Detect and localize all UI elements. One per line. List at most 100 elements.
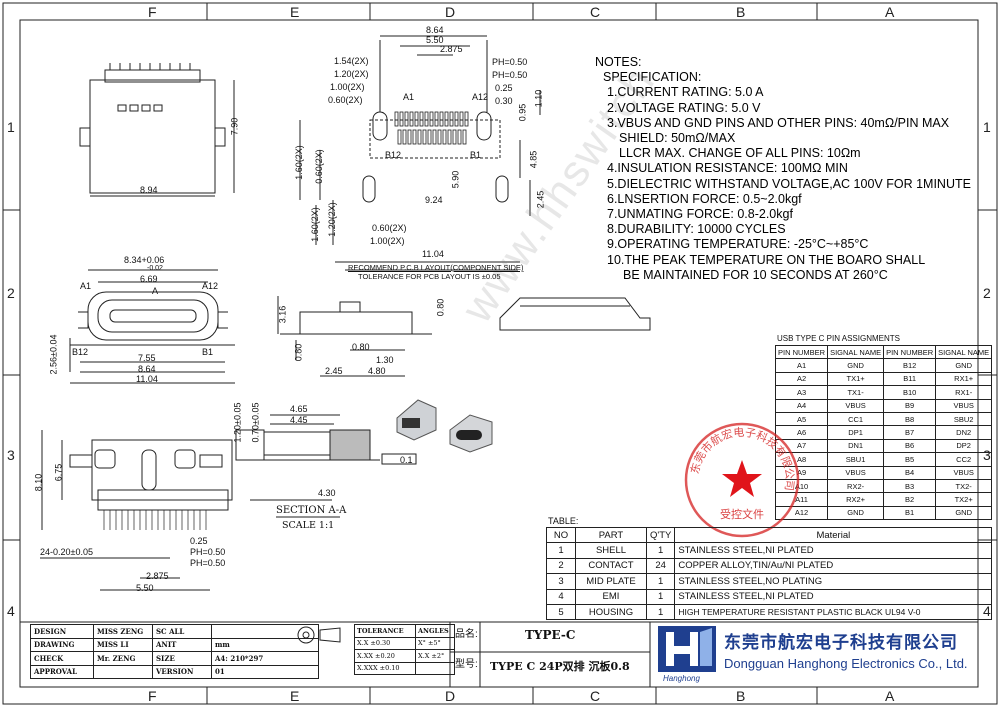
- table-cell: 3: [546, 573, 576, 590]
- table-cell: A4: 210*297: [211, 651, 319, 666]
- front-dim-9: 7.55: [138, 353, 156, 363]
- side-dim-0: 3.16: [277, 305, 288, 324]
- company-name-en: Dongguan Hanghong Electronics Co., Ltd.: [724, 656, 968, 671]
- table-cell: TX2-: [935, 478, 993, 494]
- section-dim-1: 0.70±0.05: [250, 402, 261, 443]
- controlled-document-stamp: 东莞市航宏电子科技有限公司 受控文件: [684, 422, 800, 538]
- bottom-dim-0: 8.10: [33, 473, 44, 492]
- pcb-dim-7: PH=0.50: [492, 57, 528, 67]
- table-cell: B6: [883, 438, 937, 454]
- section-title: SECTION A-A: [276, 505, 347, 516]
- table-cell: RX1-: [935, 385, 993, 400]
- company-logo-text: Hanghong: [663, 674, 700, 683]
- table-cell: B10: [883, 385, 937, 400]
- notes-line: 7.UNMATING FORCE: 0.8-2.0kgf: [607, 207, 793, 222]
- table-cell: X.XXX ±0.10: [354, 661, 416, 675]
- table-cell: CHECK: [30, 651, 94, 666]
- table-cell: 01: [211, 664, 319, 679]
- table-cell: B2: [883, 492, 937, 507]
- bottom-dim-7: 5.50: [136, 583, 154, 593]
- company-logo: [658, 626, 716, 672]
- notes-line: 6.LNSERTION FORCE: 0.5~2.0kgf: [607, 191, 802, 206]
- grid-letter-a: A: [885, 4, 895, 20]
- table-cell: 5: [546, 603, 576, 621]
- table-cell: TX2+: [935, 492, 993, 507]
- pcb-dim-6: 0.60(2X): [328, 95, 363, 105]
- table-cell: B3: [883, 478, 937, 494]
- dim-top-height: 7.90: [229, 117, 240, 136]
- pcb-label-b12: B12: [385, 150, 402, 160]
- part-name-value: TYPE-C: [525, 628, 576, 642]
- table-cell: B4: [883, 465, 937, 480]
- pcb-dim-19: 4.85: [528, 150, 539, 169]
- front-label-a1: A1: [80, 281, 92, 291]
- table-cell: VBUS: [935, 465, 993, 480]
- table-cell: CC2: [935, 452, 993, 467]
- table-cell: VERSION: [152, 664, 212, 679]
- table-cell: MISS ZENG: [93, 624, 153, 639]
- front-dim-0: 8.34+0.06: [124, 255, 165, 265]
- table-cell: SC ALL: [152, 624, 212, 639]
- pcb-dim-26: 1.00(2X): [370, 236, 405, 246]
- table-cell: DESIGN: [30, 624, 94, 639]
- table-header: Q'TY: [645, 526, 676, 544]
- notes-line: SHIELD: 50mΩ/MAX: [619, 131, 736, 146]
- table-header: Material: [674, 526, 993, 544]
- pin-assignment-table: PIN NUMBER SIGNAL NAME PIN NUMBER SIGNAL…: [774, 344, 993, 521]
- table-cell: 1: [645, 542, 676, 559]
- table-cell: HIGH TEMPERATURE RESISTANT PLASTIC BLACK…: [674, 603, 993, 621]
- part-name-label: 品名:: [455, 629, 478, 640]
- grid-number-4: 4: [7, 603, 15, 619]
- section-scale: SCALE 1:1: [282, 520, 335, 531]
- table-cell: A12: [774, 505, 829, 521]
- table-cell: TX1+: [827, 371, 885, 387]
- pcb-dim-0: 8.64: [426, 25, 444, 35]
- notes-heading: NOTES:: [595, 55, 642, 69]
- front-dim-11: 11.04: [136, 374, 158, 384]
- dim-top-width: 8.94: [140, 185, 158, 195]
- table-cell: GND: [827, 358, 885, 373]
- pcb-tolerance: TOLERANCE FOR PCB LAYOUT IS ±0.05: [358, 272, 501, 281]
- grid-number-2-right: 2: [983, 285, 991, 301]
- bottom-dim-4: PH=0.50: [190, 547, 226, 557]
- grid-letter-a-bottom: A: [885, 688, 895, 704]
- front-label-a12: A12: [202, 281, 219, 291]
- table-cell: SBU1: [827, 452, 885, 467]
- table-cell: B12: [883, 358, 937, 373]
- table-cell: 1: [645, 573, 676, 590]
- pcb-dim-5: 1.00(2X): [330, 82, 365, 92]
- table-header: PART: [575, 526, 647, 544]
- table-cell: X.X ±2°: [415, 649, 455, 663]
- front-label-b1: B1: [202, 347, 214, 357]
- model-label: 型号:: [455, 659, 478, 670]
- pcb-dim-22: 2.45: [535, 190, 546, 209]
- table-cell: VBUS: [827, 465, 885, 480]
- grid-letter-e-bottom: E: [290, 688, 300, 704]
- bottom-dim-3: 0.25: [190, 536, 208, 546]
- pcb-label-b1: B1: [470, 150, 482, 160]
- table-cell: STAINLESS STEEL,NO PLATING: [674, 573, 993, 590]
- table-cell: A2: [774, 371, 829, 387]
- table-cell: B5: [883, 452, 937, 467]
- side-dim-4: 0.80: [352, 342, 370, 352]
- stamp-center-text: 受控文件: [720, 507, 764, 521]
- table-cell: B7: [883, 425, 937, 440]
- table-cell: VBUS: [827, 398, 885, 413]
- section-dim-3: 4.45: [290, 415, 308, 425]
- notes-line: 9.OPERATING TEMPERATURE: -25°C~+85°C: [607, 237, 869, 252]
- table-header-row: NO PART Q'TY Material: [546, 526, 993, 544]
- table-cell: Mr. ZENG: [93, 651, 153, 666]
- table-cell: HOUSING: [575, 603, 647, 621]
- notes-line: 3.VBUS AND GND PINS AND OTHER PINS: 40mΩ…: [607, 115, 950, 130]
